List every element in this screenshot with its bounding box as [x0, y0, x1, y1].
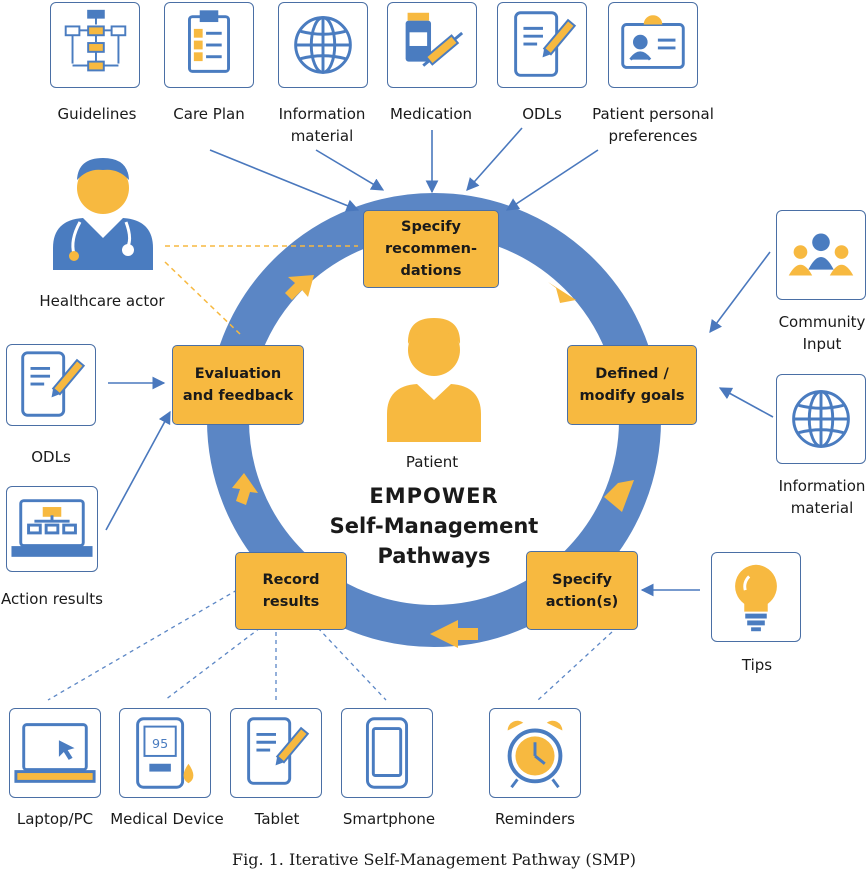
- odl-tablet-left-icon: [6, 344, 96, 426]
- medication-icon: [387, 2, 477, 88]
- smartphone-icon: [341, 708, 433, 798]
- medication-label: Medication: [389, 105, 473, 123]
- output-links: [47, 589, 613, 701]
- information-material-right-label: Information material: [778, 477, 866, 517]
- community-input-label: Community Input: [778, 313, 866, 353]
- community-icon: [776, 210, 866, 300]
- ring-direction-arrows: [232, 275, 634, 648]
- laptop-pc-label: Laptop/PC: [16, 810, 94, 828]
- evaluation-feedback-node: Evaluation and feedback: [172, 345, 304, 425]
- ring-arrow-right: [604, 480, 634, 512]
- medical-device-icon: 95: [119, 708, 211, 798]
- healthcare-actor-label: Healthcare actor: [39, 292, 165, 310]
- alarm-clock-icon: [489, 708, 581, 798]
- figure-caption: Fig. 1. Iterative Self-Management Pathwa…: [231, 850, 637, 869]
- id-card-icon: [608, 2, 698, 88]
- record-results-node: Record results: [235, 552, 347, 630]
- tablet-icon: [230, 708, 322, 798]
- ring-arrow-top-right: [548, 282, 576, 303]
- input-arrows: [105, 127, 774, 597]
- self-management-title: Self-Management: [329, 514, 539, 538]
- odl-tablet-icon: [497, 2, 587, 88]
- ring-arrow-bottom: [430, 620, 478, 648]
- reminders-label: Reminders: [495, 810, 575, 828]
- odls-top-label: ODLs: [522, 105, 562, 123]
- action-results-label: Action results: [1, 590, 103, 608]
- pathways-title: Pathways: [377, 544, 491, 568]
- defined-modify-goals-node: Defined / modify goals: [567, 345, 697, 425]
- globe-right-icon: [776, 374, 866, 464]
- specify-recommendations-node: Specify recommen- dations: [363, 210, 499, 288]
- smartphone-label: Smartphone: [342, 810, 436, 828]
- device-reading: 95: [152, 736, 168, 751]
- patient-icon: [379, 310, 489, 442]
- healthcare-actor-icon: [48, 150, 158, 270]
- patient-label: Patient: [405, 453, 459, 471]
- medical-device-label: Medical Device: [110, 810, 224, 828]
- care-plan-icon: [164, 2, 254, 88]
- specify-actions-node: Specify action(s): [526, 551, 638, 630]
- lightbulb-icon: [711, 552, 801, 642]
- ring-arrow-top-left: [285, 275, 314, 300]
- globe-icon: [278, 2, 368, 88]
- odls-left-label: ODLs: [31, 448, 71, 466]
- tablet-label: Tablet: [254, 810, 300, 828]
- ring-arrow-left: [232, 473, 258, 505]
- care-plan-label: Care Plan: [173, 105, 245, 123]
- guidelines-label: Guidelines: [57, 105, 137, 123]
- patient-preferences-label: Patient personal preferences: [592, 105, 714, 145]
- empower-title: EMPOWER: [369, 484, 499, 508]
- guidelines-icon: [50, 2, 140, 88]
- laptop-icon: [9, 708, 101, 798]
- information-material-top-label: Information material: [278, 105, 366, 145]
- action-results-laptop-icon: [6, 486, 98, 572]
- tips-label: Tips: [741, 656, 773, 674]
